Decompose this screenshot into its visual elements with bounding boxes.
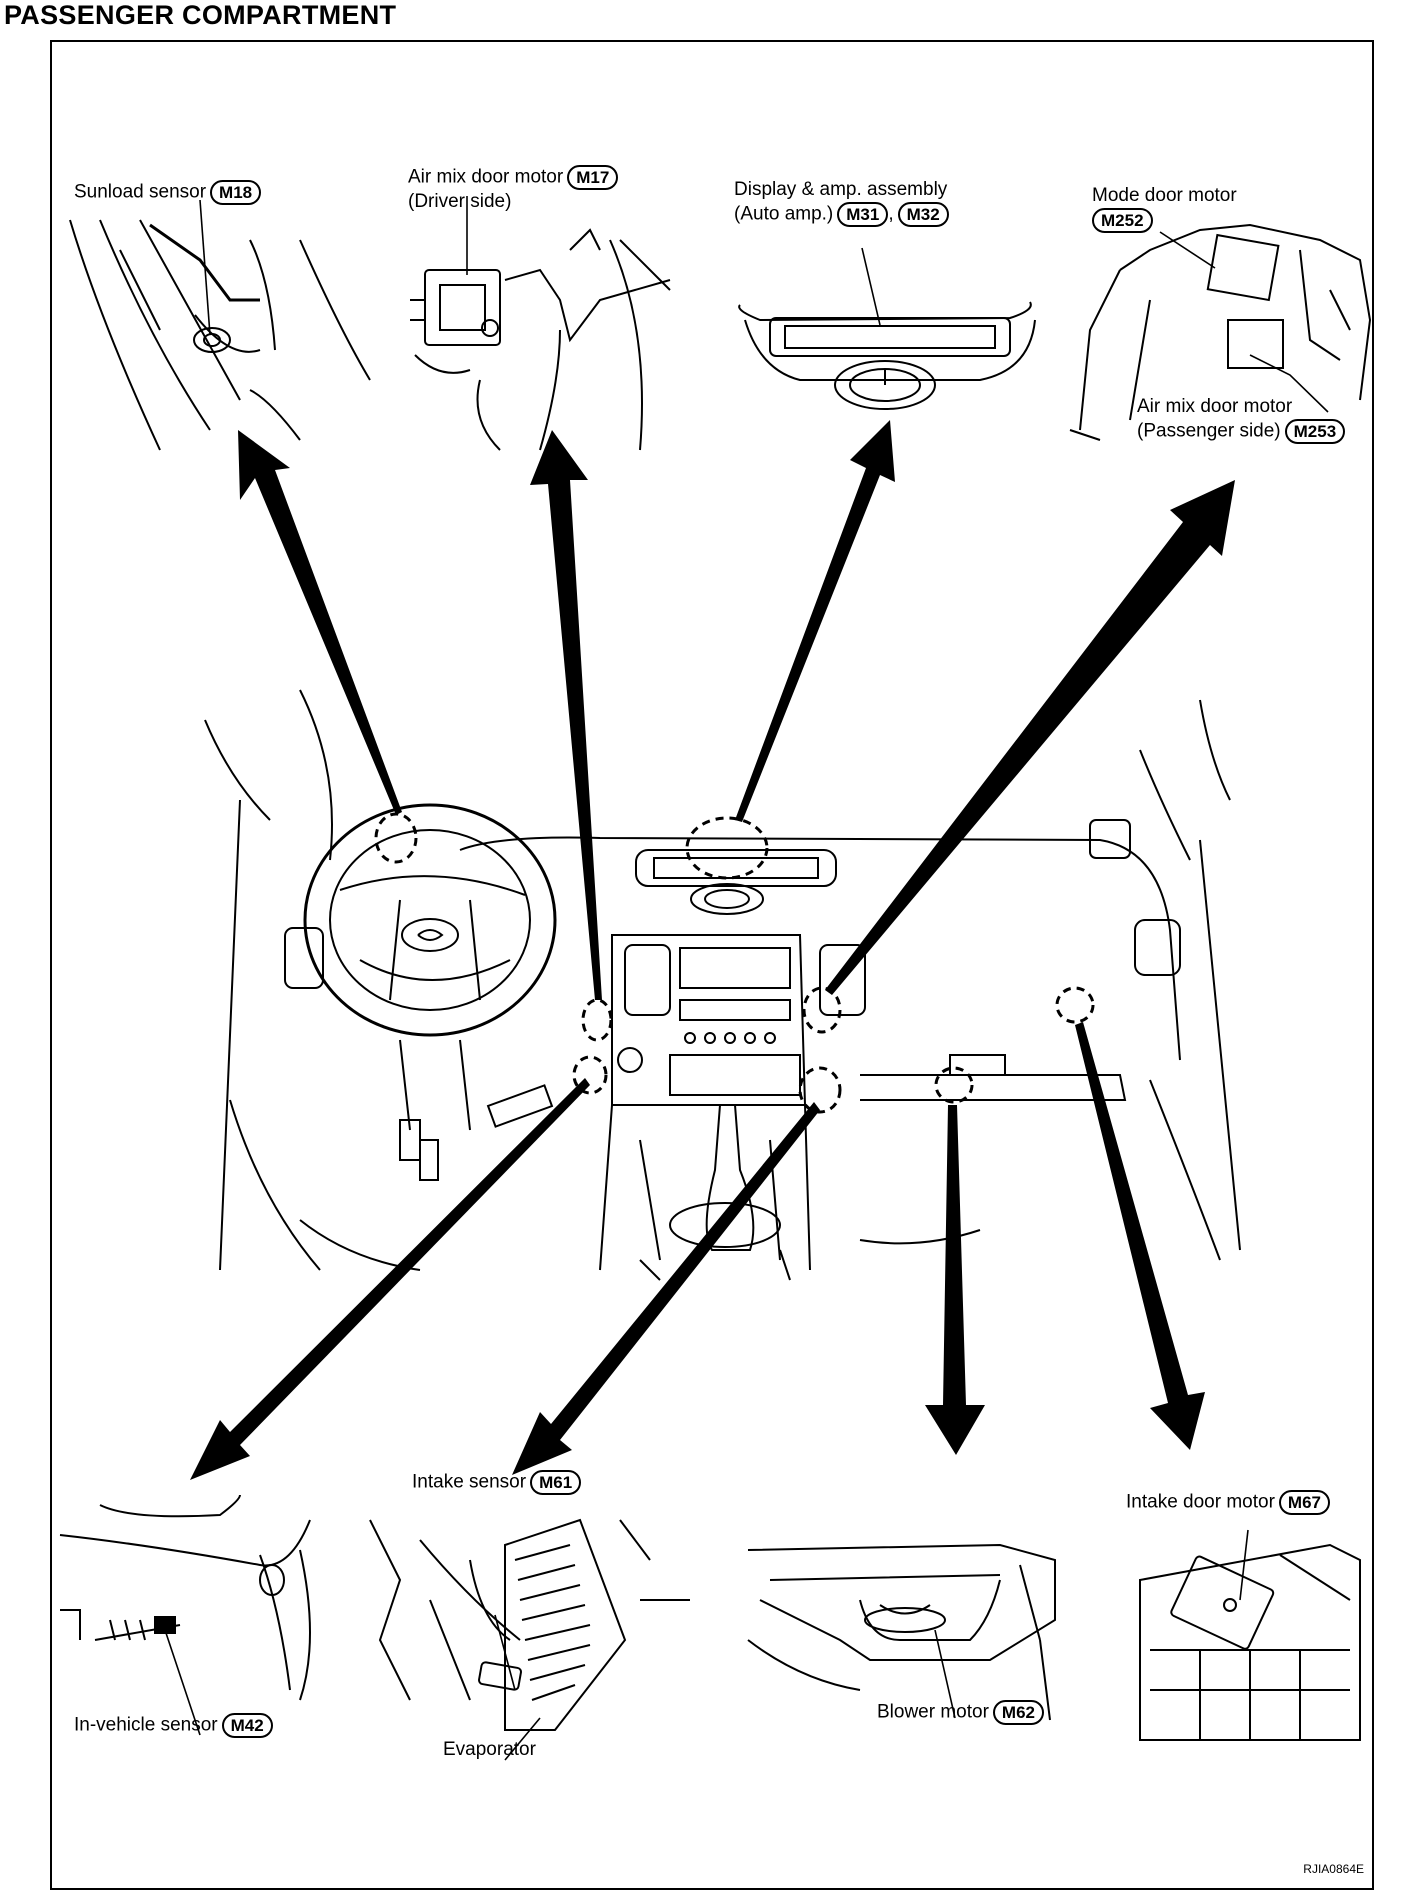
diagram-frame: [50, 40, 1374, 1890]
connector-badge: M32: [897, 202, 949, 227]
connector-badge: M67: [1278, 1490, 1330, 1515]
mode-door-label: Mode door motor M252: [1092, 184, 1237, 233]
display-amp-inset: [738, 301, 1036, 410]
connector-badge: M31: [837, 202, 889, 227]
intake-door-inset: [1139, 1543, 1361, 1741]
connector-badge: M62: [992, 1700, 1044, 1725]
display-amp-label: Display & amp. assembly (Auto amp.)M31,M…: [734, 178, 949, 227]
blower-inset: [747, 1543, 1056, 1721]
dashboard-drawing: [204, 689, 1241, 1281]
in-vehicle-inset: [59, 1494, 311, 1701]
connector-badge: M17: [567, 165, 619, 190]
airmix-passenger-label: Air mix door motor (Passenger side)M253: [1137, 395, 1346, 444]
page-title: PASSENGER COMPARTMENT: [4, 0, 397, 30]
figure-code: RJIA0864E: [1303, 1862, 1364, 1876]
connector-badge: M253: [1284, 419, 1346, 444]
intake-sensor-inset: [369, 1518, 690, 1731]
connector-badge: M18: [210, 180, 262, 205]
sunload-inset: [69, 219, 371, 451]
airmix-driver-inset: [410, 228, 671, 451]
evaporator-label: Evaporator: [443, 1739, 536, 1760]
connector-badge: M61: [530, 1470, 582, 1495]
connector-badge: M252: [1092, 208, 1153, 233]
mode-door-inset: [1069, 223, 1372, 441]
connector-badge: M42: [221, 1713, 273, 1738]
